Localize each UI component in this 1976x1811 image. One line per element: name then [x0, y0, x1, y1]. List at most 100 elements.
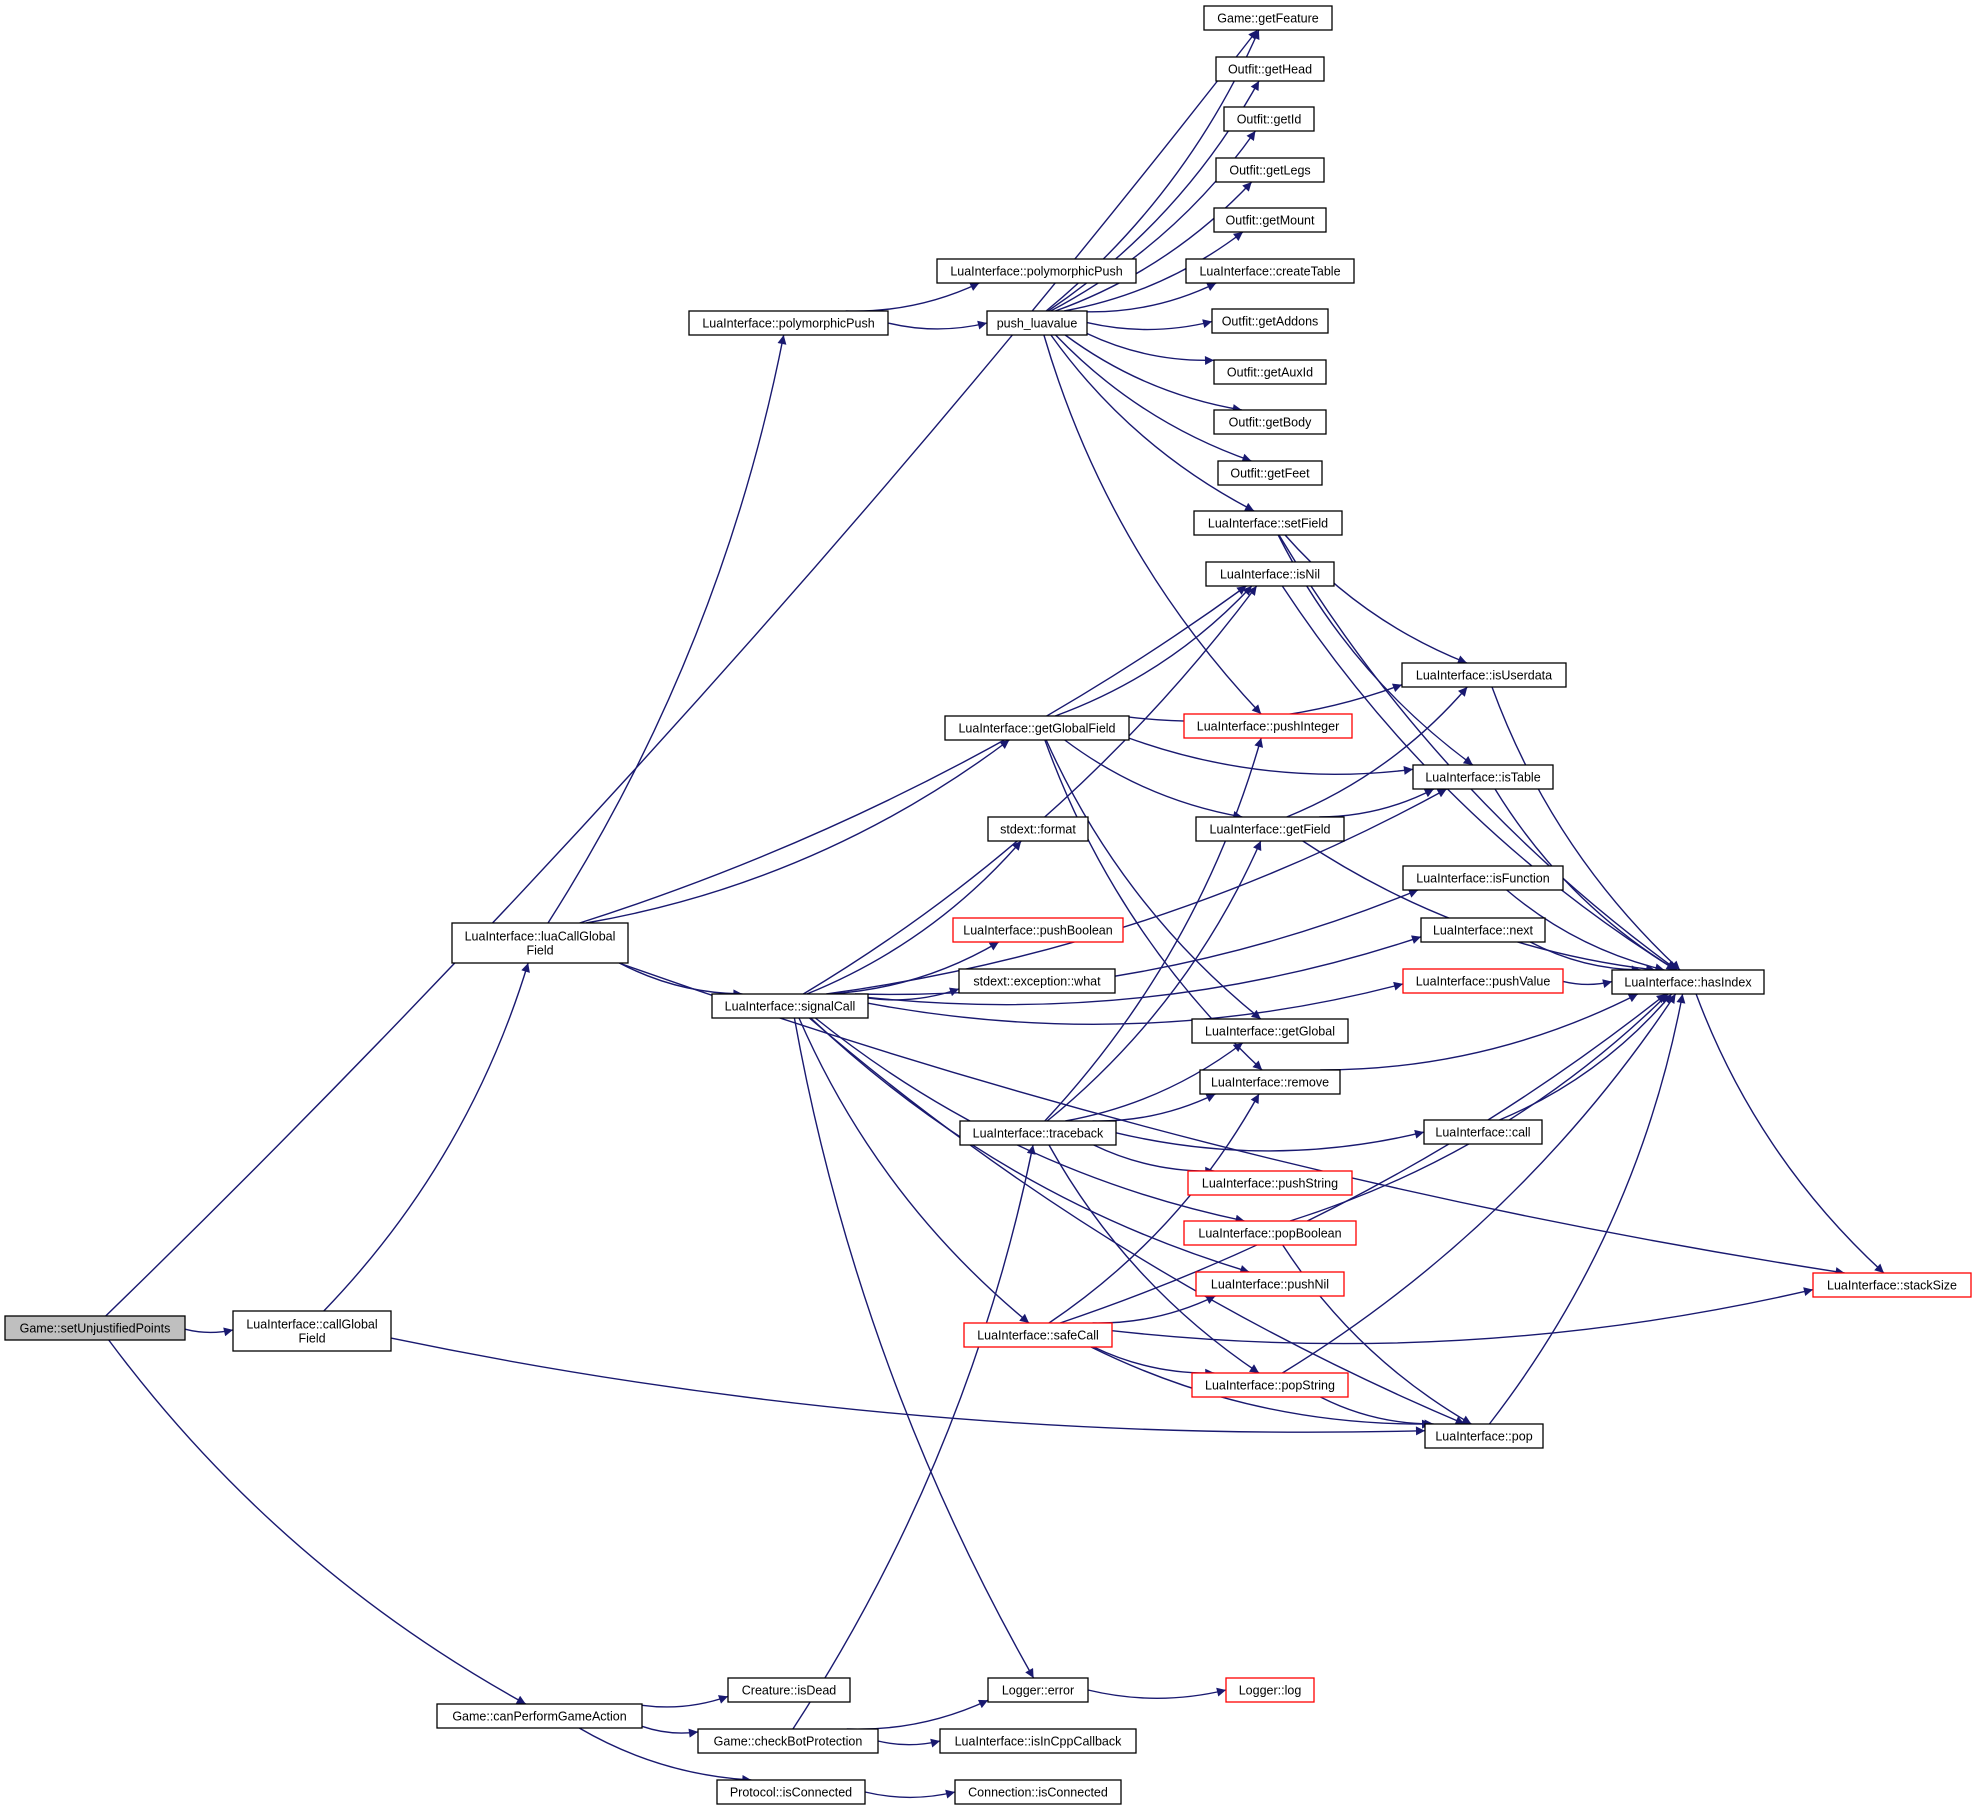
node-has-index[interactable]: LuaInterface::hasIndex — [1611, 969, 1765, 995]
node-safe-call[interactable]: LuaInterface::safeCall — [963, 1322, 1113, 1348]
node-box — [1213, 409, 1327, 435]
node-box — [1402, 865, 1564, 891]
edge-set-unjustified-points-to-get-feature — [105, 29, 1258, 1317]
node-box — [1412, 764, 1554, 790]
node-exception-what[interactable]: stdext::exception::what — [958, 968, 1116, 994]
node-label: LuaInterface::isInCppCallback — [955, 1735, 1123, 1749]
edge-remove-to-has-index — [1320, 993, 1639, 1071]
edge-safe-call-to-has-index — [1059, 993, 1667, 1324]
node-protocol-is-connected[interactable]: Protocol::isConnected — [716, 1779, 866, 1805]
node-box — [958, 968, 1116, 994]
node-pop-boolean[interactable]: LuaInterface::popBoolean — [1183, 1220, 1357, 1246]
node-box — [952, 917, 1124, 943]
node-pop[interactable]: LuaInterface::pop — [1424, 1423, 1544, 1449]
node-label: LuaInterface::isUserdata — [1416, 669, 1552, 683]
node-set-field[interactable]: LuaInterface::setField — [1193, 510, 1343, 536]
node-label: LuaInterface::pushBoolean — [963, 924, 1112, 938]
edge-get-global-field-to-is-nil — [1054, 585, 1253, 717]
node-pop-string[interactable]: LuaInterface::popString — [1191, 1372, 1349, 1398]
edge-signal-call-to-push-boolean — [829, 941, 1000, 995]
node-box — [939, 1728, 1137, 1754]
edge-safe-call-to-pop — [1090, 1346, 1432, 1429]
node-logger-error[interactable]: Logger::error — [987, 1677, 1089, 1703]
node-label: LuaInterface::remove — [1211, 1076, 1329, 1090]
node-label: LuaInterface::isFunction — [1416, 872, 1549, 886]
node-push-nil[interactable]: LuaInterface::pushNil — [1195, 1271, 1345, 1297]
edge-call-global-field-to-lua-call-global-field — [323, 962, 530, 1312]
node-create-table[interactable]: LuaInterface::createTable — [1185, 258, 1355, 284]
node-connection-is-connected[interactable]: Connection::isConnected — [954, 1779, 1122, 1805]
node-signal-call[interactable]: LuaInterface::signalCall — [711, 993, 869, 1019]
node-get-legs[interactable]: Outfit::getLegs — [1215, 157, 1325, 183]
edge-is-function-to-has-index — [1506, 889, 1665, 973]
node-next[interactable]: LuaInterface::next — [1420, 917, 1546, 943]
node-is-table[interactable]: LuaInterface::isTable — [1412, 764, 1554, 790]
node-stdext-format[interactable]: stdext::format — [987, 816, 1089, 842]
node-is-in-cpp-callback[interactable]: LuaInterface::isInCppCallback — [939, 1728, 1137, 1754]
node-get-addons[interactable]: Outfit::getAddons — [1211, 308, 1329, 334]
edge-traceback-to-pop-string — [1048, 1144, 1260, 1374]
node-get-feature[interactable]: Game::getFeature — [1203, 5, 1333, 31]
edge-push-luavalue-to-set-field — [1050, 334, 1255, 512]
node-label: Logger::error — [1002, 1684, 1074, 1698]
node-push-string[interactable]: LuaInterface::pushString — [1187, 1170, 1353, 1196]
node-get-head[interactable]: Outfit::getHead — [1215, 56, 1325, 82]
edge-logger-error-to-logger-log — [1087, 1687, 1227, 1699]
node-get-aux-id[interactable]: Outfit::getAuxId — [1213, 359, 1327, 385]
node-can-perform-game-action[interactable]: Game::canPerformGameAction — [436, 1703, 643, 1729]
node-box — [1611, 969, 1765, 995]
node-box — [986, 310, 1088, 336]
edge-pop-to-has-index — [1488, 993, 1686, 1425]
node-is-dead[interactable]: Creature::isDead — [727, 1677, 851, 1703]
node-get-id[interactable]: Outfit::getId — [1223, 106, 1315, 132]
edge-push-luavalue-to-get-feet — [1055, 334, 1252, 463]
node-label: Outfit::getHead — [1228, 63, 1312, 77]
node-box — [1195, 1271, 1345, 1297]
node-push-boolean[interactable]: LuaInterface::pushBoolean — [952, 917, 1124, 943]
edge-push-luavalue-to-get-aux-id — [1086, 332, 1215, 365]
node-polymorphic-push1[interactable]: LuaInterface::polymorphicPush — [688, 310, 889, 336]
node-is-userdata[interactable]: LuaInterface::isUserdata — [1401, 662, 1567, 688]
node-push-value[interactable]: LuaInterface::pushValue — [1402, 968, 1564, 994]
node-box — [987, 816, 1089, 842]
edge-push-luavalue-to-get-body — [1064, 334, 1242, 413]
node-get-feet[interactable]: Outfit::getFeet — [1217, 460, 1323, 486]
node-box — [436, 1703, 643, 1729]
node-is-nil[interactable]: LuaInterface::isNil — [1205, 561, 1335, 587]
edge-layer — [105, 29, 1885, 1799]
node-label: LuaInterface::polymorphicPush — [950, 265, 1122, 279]
node-box — [1187, 1170, 1353, 1196]
node-label: Field — [526, 944, 553, 958]
edge-check-bot-protection-to-logger-error — [846, 1699, 989, 1730]
node-box — [1211, 308, 1329, 334]
node-set-unjustified-points[interactable]: Game::setUnjustifiedPoints — [4, 1315, 186, 1341]
node-box — [1183, 713, 1353, 739]
node-push-luavalue[interactable]: push_luavalue — [986, 310, 1088, 336]
node-stack-size[interactable]: LuaInterface::stackSize — [1812, 1272, 1972, 1298]
node-polymorphic-push2[interactable]: LuaInterface::polymorphicPush — [936, 258, 1137, 284]
node-check-bot-protection[interactable]: Game::checkBotProtection — [697, 1728, 879, 1754]
edge-safe-call-to-pop-string — [1093, 1346, 1215, 1378]
node-box — [711, 993, 869, 1019]
edge-is-table-to-has-index — [1494, 788, 1677, 971]
node-get-global[interactable]: LuaInterface::getGlobal — [1191, 1018, 1349, 1044]
node-box — [1215, 56, 1325, 82]
edge-get-global-field-to-get-global — [1045, 739, 1262, 1020]
node-get-field[interactable]: LuaInterface::getField — [1195, 816, 1345, 842]
edge-call-global-field-to-pop — [390, 1337, 1426, 1436]
node-box — [1183, 1220, 1357, 1246]
node-get-body[interactable]: Outfit::getBody — [1213, 409, 1327, 435]
node-get-global-field[interactable]: LuaInterface::getGlobalField — [944, 715, 1130, 741]
node-get-mount[interactable]: Outfit::getMount — [1213, 207, 1327, 233]
node-logger-log[interactable]: Logger::log — [1225, 1677, 1315, 1703]
edge-safe-call-to-push-nil — [1092, 1295, 1216, 1324]
node-remove[interactable]: LuaInterface::remove — [1199, 1069, 1341, 1095]
node-call[interactable]: LuaInterface::call — [1423, 1119, 1543, 1145]
node-traceback[interactable]: LuaInterface::traceback — [959, 1120, 1117, 1146]
node-is-function[interactable]: LuaInterface::isFunction — [1402, 865, 1564, 891]
edge-push-luavalue-to-get-legs — [1055, 181, 1253, 312]
node-push-integer[interactable]: LuaInterface::pushInteger — [1183, 713, 1353, 739]
node-label: LuaInterface::isTable — [1425, 771, 1540, 785]
